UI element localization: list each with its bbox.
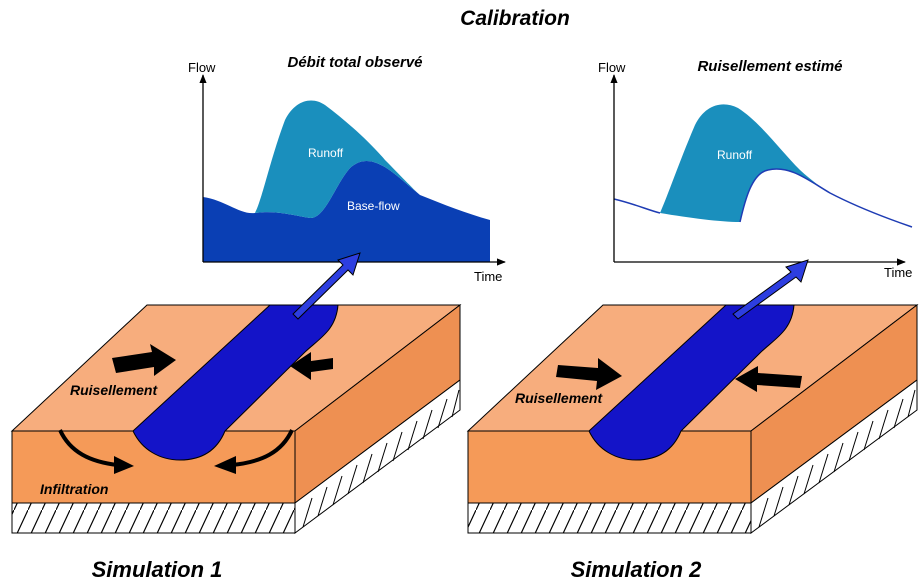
runoff-arrow-left-1 <box>112 344 176 376</box>
hydrograph-estimated: Flow Time Ruisellement estimé Runoff <box>598 58 912 280</box>
graph-title-1: Débit total observé <box>287 54 422 71</box>
graph-title-2: Ruisellement estimé <box>697 58 842 75</box>
runoff-arrow-left-2 <box>556 358 622 390</box>
infiltration-arrowhead-left-1 <box>114 456 134 474</box>
soil-block-1: Ruisellement Infiltration <box>10 252 462 534</box>
x-axis-label-2: Time <box>884 265 912 280</box>
runoff-area-1 <box>255 100 420 219</box>
ruissellement-label-1: Ruisellement <box>70 382 158 398</box>
infiltration-arrowhead-right-1 <box>214 456 236 474</box>
runoff-arrow-right-1 <box>290 352 333 380</box>
runoff-label-2: Runoff <box>717 148 753 162</box>
river-channel-2 <box>588 304 795 461</box>
caption-simulation-1: Simulation 1 <box>92 557 223 582</box>
infiltration-arrow-left-1 <box>58 429 119 467</box>
infiltration-arrow-right-1 <box>231 429 294 467</box>
diagram-title: Calibration <box>460 7 570 30</box>
outflow-arrow-1 <box>292 252 361 320</box>
y-axis-label-1: Flow <box>188 60 216 75</box>
baseflow-label-1: Base-flow <box>347 199 400 213</box>
hydrograph-line-2 <box>613 168 913 228</box>
soil-block-2: Ruisellement <box>466 259 919 534</box>
bedrock-front-2 <box>467 502 752 534</box>
bedrock-side-hatch-1 <box>302 389 460 528</box>
x-axis-label-1: Time <box>474 269 502 284</box>
caption-simulation-2: Simulation 2 <box>571 557 703 582</box>
river-channel-1 <box>132 304 339 461</box>
infiltration-label-1: Infiltration <box>40 481 108 497</box>
runoff-area-2 <box>660 104 830 222</box>
runoff-label-1: Runoff <box>308 146 344 160</box>
ruissellement-label-2: Ruisellement <box>515 390 603 406</box>
outflow-arrow-2 <box>732 259 809 320</box>
baseflow-area <box>203 160 490 262</box>
bedrock-side-hatch-2 <box>758 389 916 528</box>
runoff-arrow-right-2 <box>735 366 802 392</box>
bedrock-front-1 <box>11 502 296 534</box>
y-axis-label-2: Flow <box>598 60 626 75</box>
hydrograph-observed: Flow Time Débit total observé Runoff Bas… <box>188 54 506 284</box>
